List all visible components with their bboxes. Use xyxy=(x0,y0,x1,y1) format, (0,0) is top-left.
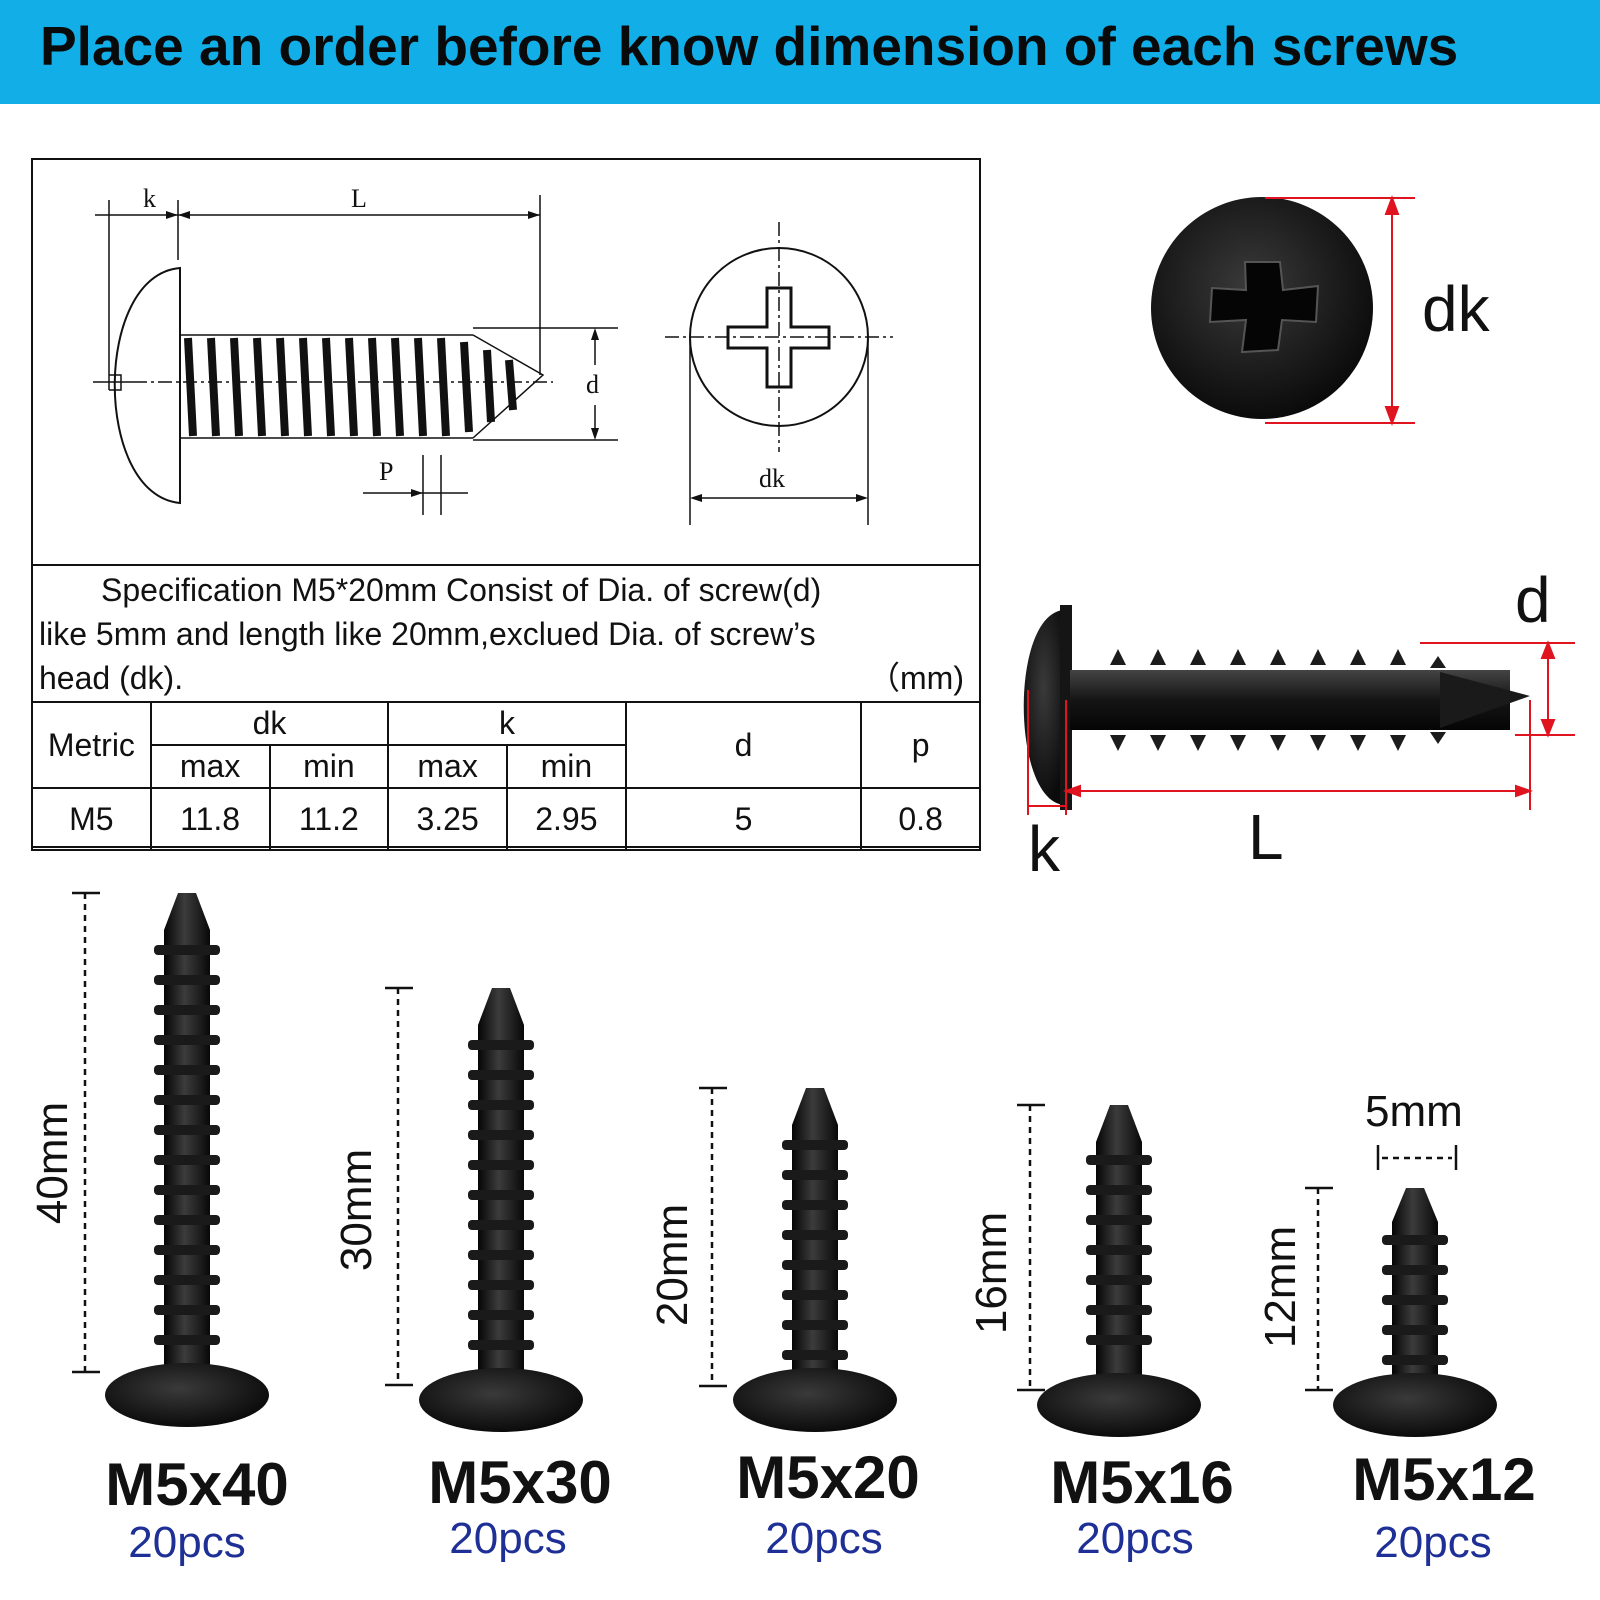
photo-label-d: d xyxy=(1515,564,1551,636)
th-k-max: max xyxy=(387,744,508,789)
size-name-m5x20: M5x20 xyxy=(736,1444,920,1511)
technical-drawing: k L d P dk xyxy=(33,160,979,566)
screw-m5x20 xyxy=(733,1088,897,1432)
size-qty-m5x40: 20pcs xyxy=(128,1518,246,1567)
drawing-label-L: L xyxy=(351,184,367,213)
photo-label-L: L xyxy=(1248,801,1284,873)
cell-metric: M5 xyxy=(31,787,152,851)
th-metric: Metric xyxy=(31,701,152,789)
size-qty-m5x30: 20pcs xyxy=(449,1514,567,1563)
screw-m5x12 xyxy=(1333,1188,1497,1437)
spec-line-2: like 5mm and length like 20mm,exclued Di… xyxy=(39,616,816,652)
spec-line-3: head (dk). （mm) xyxy=(39,656,974,700)
cell-k-max: 3.25 xyxy=(387,787,508,851)
screw-drawing-svg: k L d P dk xyxy=(93,184,893,525)
length-label-20: 20mm xyxy=(648,1203,697,1327)
screw-side-photo xyxy=(1023,605,1530,810)
dk-dimension xyxy=(1265,195,1415,426)
th-dk-max: max xyxy=(149,744,271,789)
page-title: Place an order before know dimension of … xyxy=(40,15,1459,77)
cell-dk-min: 11.2 xyxy=(268,787,390,851)
length-label-30: 30mm xyxy=(332,1148,381,1272)
side-dimensions xyxy=(1027,640,1575,815)
th-k: k xyxy=(387,701,627,746)
th-k-min: min xyxy=(506,744,627,789)
screw-m5x40 xyxy=(105,893,269,1427)
screw-head-photo xyxy=(1151,197,1373,419)
spec-line-3-text: head (dk). xyxy=(39,660,184,696)
dimension-table: Metric dk k d p max min max min M5 11.8 … xyxy=(31,701,981,851)
size-name-m5x30: M5x30 xyxy=(428,1449,612,1516)
cell-dk-max: 11.8 xyxy=(149,787,271,851)
photo-label-k: k xyxy=(1028,813,1060,885)
length-label-16: 16mm xyxy=(967,1211,1016,1335)
drawing-label-dk: dk xyxy=(759,464,785,493)
screw-m5x16 xyxy=(1037,1105,1201,1437)
drawing-label-d: d xyxy=(586,370,599,399)
cell-k-min: 2.95 xyxy=(506,787,627,851)
length-label-40: 40mm xyxy=(28,1101,77,1225)
size-name-m5x40: M5x40 xyxy=(105,1451,289,1518)
th-d: d xyxy=(624,701,863,789)
length-label-12: 12mm xyxy=(1256,1225,1305,1349)
drawing-label-P: P xyxy=(379,457,393,486)
th-dk: dk xyxy=(149,701,390,746)
drawing-label-k: k xyxy=(143,184,156,213)
diameter-label: 5mm xyxy=(1365,1087,1463,1136)
size-qty-m5x16: 20pcs xyxy=(1076,1514,1194,1563)
specification-panel: k L d P dk Specification M5*20mm Consist… xyxy=(31,158,981,851)
cell-d: 5 xyxy=(624,787,863,851)
spec-unit: （mm) xyxy=(868,660,964,696)
size-qty-m5x20: 20pcs xyxy=(765,1514,883,1563)
size-name-m5x16: M5x16 xyxy=(1050,1449,1234,1516)
header-banner: Place an order before know dimension of … xyxy=(0,0,1600,104)
size-name-m5x12: M5x12 xyxy=(1352,1446,1536,1513)
spec-line-1: Specification M5*20mm Consist of Dia. of… xyxy=(101,572,822,608)
cell-p: 0.8 xyxy=(860,787,981,851)
photo-label-dk: dk xyxy=(1422,273,1490,345)
th-p: p xyxy=(860,701,981,789)
screw-m5x30 xyxy=(419,988,583,1432)
specification-text: Specification M5*20mm Consist of Dia. of… xyxy=(39,568,974,700)
th-dk-min: min xyxy=(268,744,390,789)
size-qty-m5x12: 20pcs xyxy=(1374,1518,1492,1567)
